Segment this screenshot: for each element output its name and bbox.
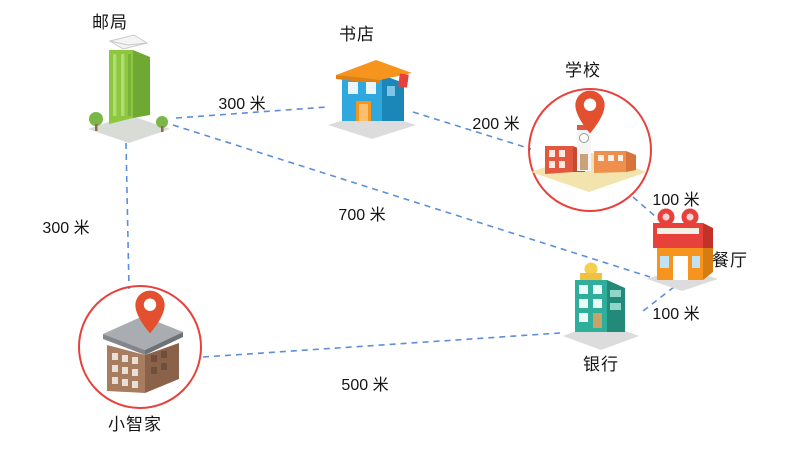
restaurant-icon	[647, 208, 718, 291]
edge-line-postoffice-home	[125, 142, 130, 290]
home-icon	[103, 316, 183, 393]
bank-label: 银行	[583, 355, 619, 374]
post-office-label: 邮局	[92, 13, 128, 32]
distance-label-postoffice-bookstore: 300 米	[218, 96, 266, 113]
distance-label-restaurant-bank: 100 米	[652, 306, 700, 323]
school-highlight-circle	[528, 88, 652, 212]
home-location-pin-icon	[135, 290, 165, 334]
school-icon	[531, 116, 647, 192]
distance-label-school-restaurant: 100 米	[652, 192, 700, 209]
school-location-pin-icon	[575, 90, 605, 134]
edge-line-home-bank	[202, 332, 561, 358]
bookstore-label: 书店	[339, 25, 375, 44]
distance-label-home-bank: 500 米	[341, 377, 389, 394]
distance-label-postoffice-restaurant: 700 米	[338, 207, 386, 224]
distance-label-postoffice-home: 300 米	[42, 220, 90, 237]
bank-icon	[563, 262, 639, 350]
restaurant-label: 餐厅	[712, 251, 748, 270]
post-office-icon	[88, 34, 170, 143]
home-highlight-circle	[78, 285, 202, 409]
home-label: 小智家	[108, 415, 162, 434]
bookstore-icon	[328, 60, 416, 139]
school-label: 学校	[565, 61, 601, 80]
distance-label-bookstore-school: 200 米	[472, 116, 520, 133]
